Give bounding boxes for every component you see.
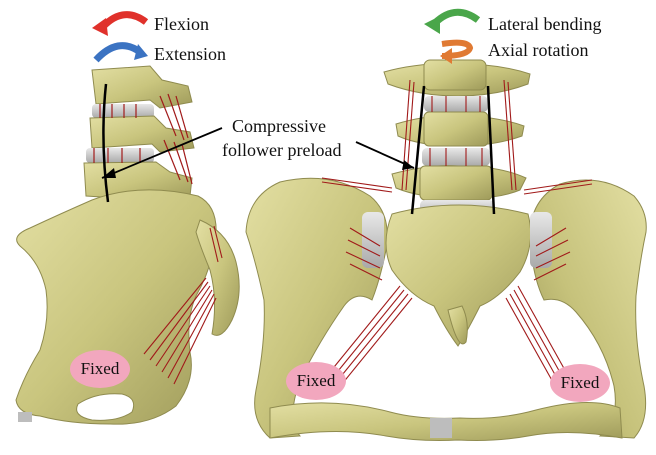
extension-arrow-icon <box>96 46 140 60</box>
left-pubic-patch <box>18 412 32 422</box>
flexion-arrowhead-icon <box>92 18 108 36</box>
fixed-label: Fixed <box>81 359 120 379</box>
left-si-joint <box>362 212 384 268</box>
flexion-label: Flexion <box>154 14 209 34</box>
fixed-badge-lateral: Fixed <box>70 350 130 388</box>
preload-label-line2: follower preload <box>222 140 341 160</box>
fixed-badge-frontal-left: Fixed <box>286 362 346 400</box>
right-si-joint <box>530 212 552 268</box>
pubic-symphysis <box>430 418 452 438</box>
fixed-label: Fixed <box>297 371 336 391</box>
axial-rotation-label: Axial rotation <box>488 40 588 60</box>
lateral-bending-arrowhead-icon <box>424 16 440 34</box>
fixed-badge-frontal-right: Fixed <box>550 364 610 402</box>
left-ilium <box>16 190 216 424</box>
extension-label: Extension <box>154 44 226 64</box>
lateral-bending-label: Lateral bending <box>488 14 601 34</box>
left-lumbar-spine <box>84 66 194 200</box>
preload-label-line1: Compressive <box>232 116 326 136</box>
fixed-label: Fixed <box>561 373 600 393</box>
